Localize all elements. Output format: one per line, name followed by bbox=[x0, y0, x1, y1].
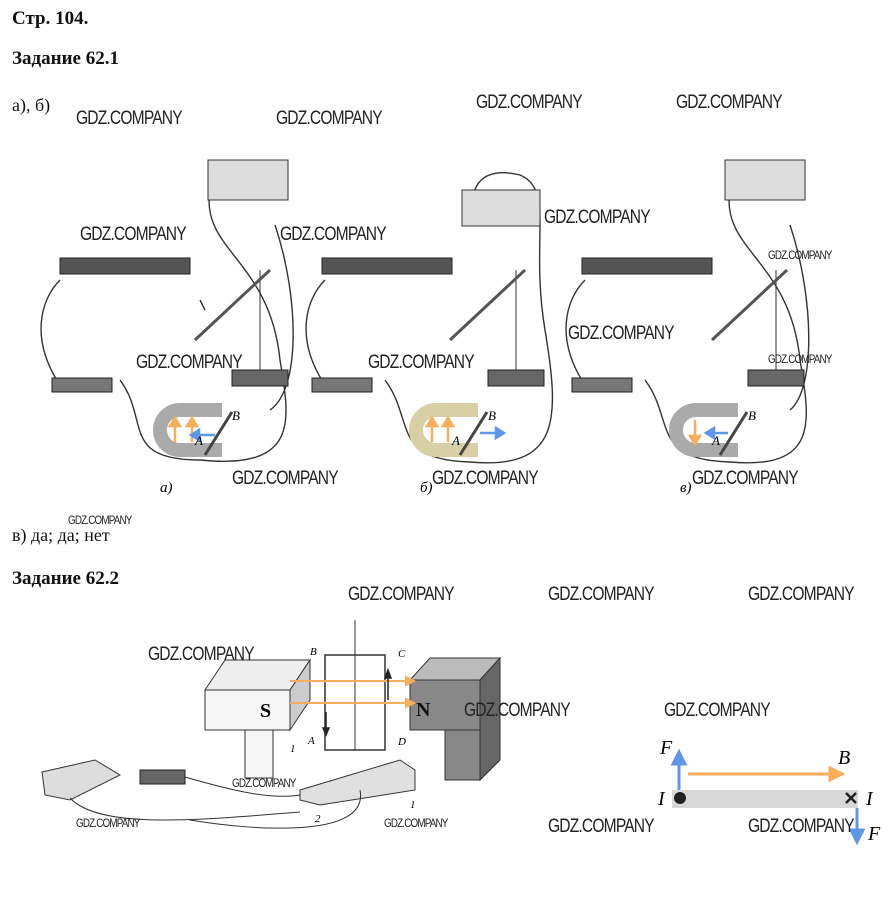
watermark: GDZ.COMPANY bbox=[692, 468, 799, 489]
task-62-1-title: Задание 62.1 bbox=[12, 48, 119, 69]
point-a-label: A bbox=[451, 433, 460, 448]
field-arrows bbox=[167, 415, 703, 447]
watermark: GDZ.COMPANY bbox=[76, 816, 140, 830]
frame-c-label: C bbox=[398, 648, 406, 660]
rheostats bbox=[59, 257, 713, 275]
watermark: GDZ.COMPANY bbox=[136, 352, 243, 373]
watermark: GDZ.COMPANY bbox=[280, 224, 387, 245]
watermark: GDZ.COMPANY bbox=[348, 584, 455, 605]
label-1: 1 bbox=[410, 799, 416, 811]
frame-a-label: A bbox=[307, 735, 315, 747]
figure-label-a: а) bbox=[160, 480, 173, 496]
force-vector-diagram: F B I I F bbox=[657, 737, 881, 846]
point-a-label: A bbox=[194, 433, 203, 448]
force-label-top: F bbox=[659, 737, 673, 759]
stands bbox=[193, 268, 805, 387]
force-arrows bbox=[188, 425, 728, 443]
current-label-right: I bbox=[865, 788, 874, 810]
label-1: 1 bbox=[290, 743, 296, 755]
magnet-north-label: N bbox=[416, 699, 431, 721]
watermark: GDZ.COMPANY bbox=[232, 468, 339, 489]
task-62-2-title: Задание 62.2 bbox=[12, 568, 119, 589]
watermark: GDZ.COMPANY bbox=[368, 352, 475, 373]
power-supplies bbox=[207, 159, 806, 227]
watermark: GDZ.COMPANY bbox=[464, 700, 571, 721]
watermark: GDZ.COMPANY bbox=[768, 352, 832, 366]
watermark: GDZ.COMPANY bbox=[748, 584, 855, 605]
magnet-south-label: S bbox=[260, 700, 271, 722]
watermark: GDZ.COMPANY bbox=[148, 644, 255, 665]
magnet-apparatus-62-2: S N B C A D 1 1 2 bbox=[41, 620, 502, 829]
frame-d-label: D bbox=[397, 736, 406, 748]
point-b-label: B bbox=[748, 408, 756, 423]
watermark: GDZ.COMPANY bbox=[68, 513, 132, 527]
conductor-rods bbox=[203, 411, 749, 456]
point-b-label: B bbox=[488, 408, 496, 423]
point-a-label: A bbox=[711, 433, 720, 448]
watermark: GDZ.COMPANY bbox=[548, 816, 655, 837]
horseshoe-magnets bbox=[153, 403, 738, 457]
part-ab-label: а), б) bbox=[12, 95, 51, 115]
current-label-left: I bbox=[657, 788, 666, 810]
field-label: B bbox=[838, 747, 850, 769]
answer-v: в) да; да; нет bbox=[12, 525, 110, 545]
frame-b-label: B bbox=[310, 646, 317, 658]
watermark: GDZ.COMPANY bbox=[568, 323, 675, 344]
figure-label-v: в) bbox=[680, 480, 692, 496]
current-in-cross-icon bbox=[845, 792, 857, 804]
watermark: GDZ.COMPANY bbox=[76, 108, 183, 129]
watermark: GDZ.COMPANY bbox=[276, 108, 383, 129]
figure-label-b: б) bbox=[420, 480, 433, 496]
page-header: Стр. 104. bbox=[12, 8, 89, 29]
watermark: GDZ.COMPANY bbox=[232, 776, 296, 790]
current-out-dot-icon bbox=[674, 792, 686, 804]
watermark: GDZ.COMPANY bbox=[548, 584, 655, 605]
watermark: GDZ.COMPANY bbox=[664, 700, 771, 721]
watermark: GDZ.COMPANY bbox=[748, 816, 855, 837]
switches bbox=[51, 377, 633, 393]
watermark: GDZ.COMPANY bbox=[432, 468, 539, 489]
watermark: GDZ.COMPANY bbox=[768, 248, 832, 262]
watermark: GDZ.COMPANY bbox=[80, 224, 187, 245]
label-2: 2 bbox=[315, 813, 321, 825]
point-b-label: B bbox=[232, 408, 240, 423]
watermark: GDZ.COMPANY bbox=[544, 207, 651, 228]
watermark: GDZ.COMPANY bbox=[384, 816, 448, 830]
watermark: GDZ.COMPANY bbox=[476, 92, 583, 113]
watermark: GDZ.COMPANY bbox=[676, 92, 783, 113]
force-label-bottom: F bbox=[867, 823, 881, 845]
